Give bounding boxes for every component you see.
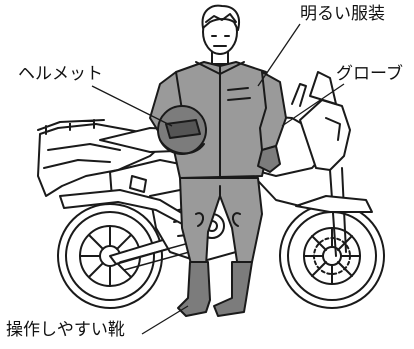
rider-boot-left <box>177 261 211 317</box>
rider <box>149 4 287 317</box>
leader-line-helmet <box>91 85 173 127</box>
leader-line-shoes <box>141 305 189 335</box>
label-bright-clothing: 明るい服装 <box>300 4 385 24</box>
rider-boot-right <box>213 261 253 317</box>
label-easy-to-operate-shoes: 操作しやすい靴 <box>6 320 125 340</box>
label-helmet: ヘルメット <box>18 64 103 84</box>
label-gloves: グローブ <box>336 64 403 84</box>
leader-line-clothes <box>257 23 301 87</box>
leader-lines <box>91 23 345 335</box>
rider-glove-right <box>257 145 281 173</box>
leader-line-gloves <box>281 83 345 127</box>
luggage-rack <box>37 119 105 135</box>
helmet-icon <box>157 105 207 155</box>
windscreen <box>309 71 337 105</box>
front-fender <box>295 195 373 213</box>
rider-head <box>201 4 240 55</box>
front-wheel <box>279 203 385 309</box>
